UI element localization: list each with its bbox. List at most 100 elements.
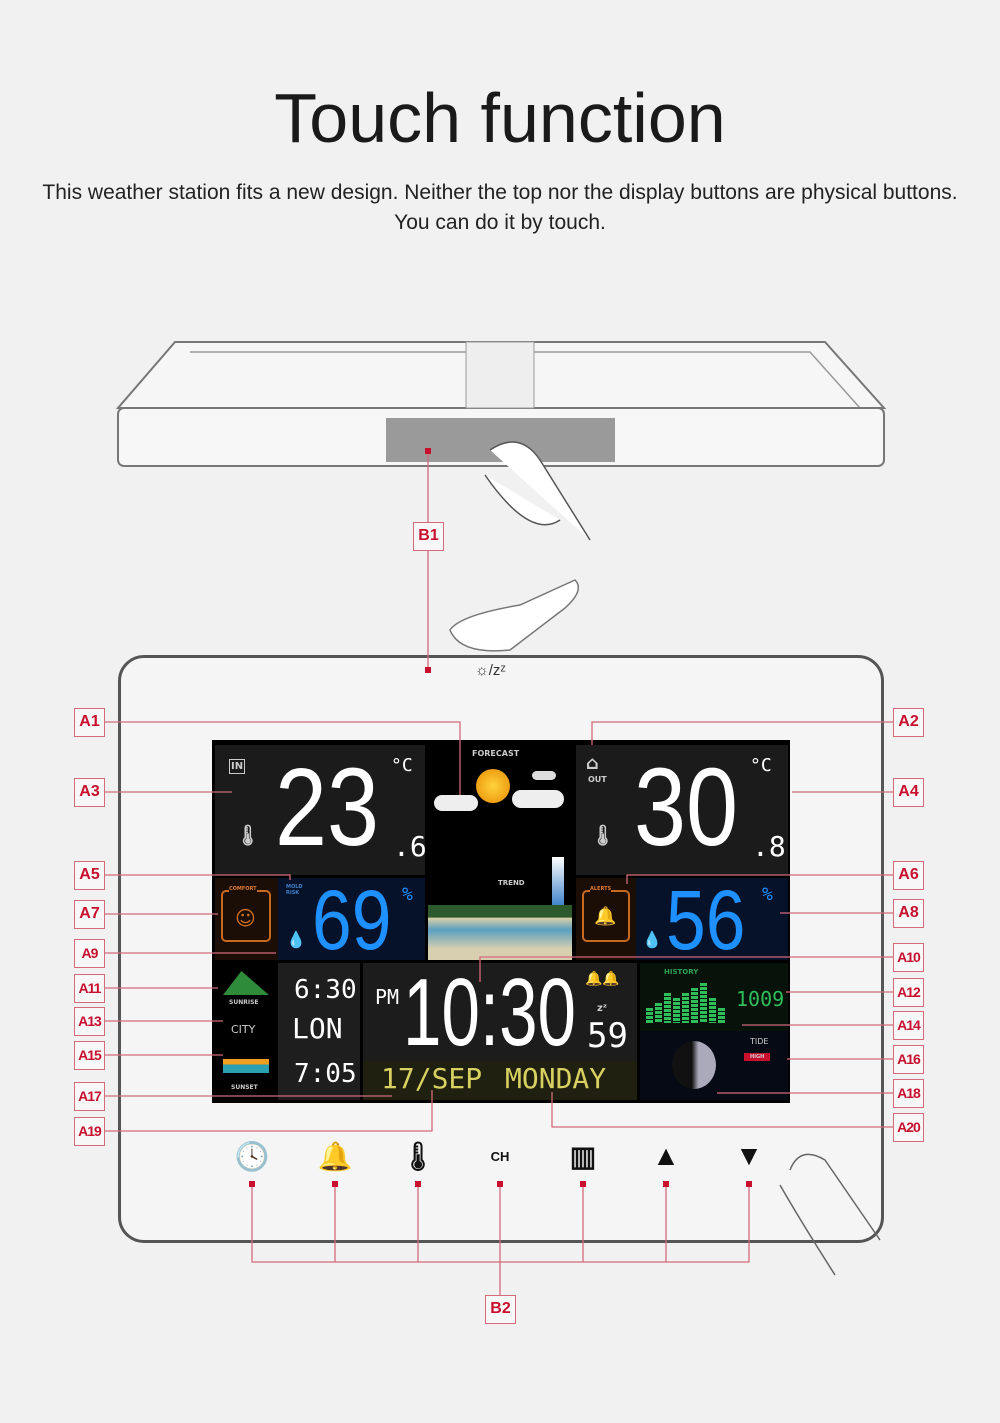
history-bar [655,1003,662,1023]
thermometer-icon: 🌡 [400,1140,436,1172]
callout-label: B2 [485,1295,516,1324]
alerts-label: ALERTS [590,886,612,892]
alarm-icons: 🔔🔔 [585,971,620,987]
callout-label: A8 [893,899,924,928]
history-panel: HISTORY 1009 TIDE HIGH [640,963,788,1100]
outdoor-humidity-panel: 💧 56 % [636,873,788,967]
down-arrow-button[interactable]: ▼ [731,1138,767,1174]
callout-label: A16 [893,1045,924,1074]
indoor-unit: °C [391,755,413,776]
callout-label: A20 [893,1113,924,1142]
thermometer-icon: 🌡 [590,823,616,847]
sunrise-label: SUNRISE [229,999,259,1006]
history-label: HISTORY [664,968,699,976]
indoor-temp-panel: IN 🌡 23 .6 °C [215,745,427,875]
thermometer-button[interactable]: 🌡 [400,1138,436,1174]
outdoor-label: OUT [588,775,607,784]
pressure-value: 1009 [736,987,785,1011]
history-bar [646,1008,653,1023]
city-value: LON [292,1012,343,1045]
pressure-history-chart [646,981,726,1023]
thermometer-icon: 🌡 [235,823,261,847]
callout-label: A2 [893,708,924,737]
outdoor-temp-panel: OUT ⌂ 🌡 30 .8 °C [576,745,788,875]
callout-label: A12 [893,978,924,1007]
comfort-label: COMFORT [229,886,257,892]
device-top-view [115,341,887,467]
trend-label: TREND [498,879,525,887]
outdoor-humidity: 56 [666,873,746,967]
indoor-label: IN [229,759,246,774]
light-snooze-touch-icon[interactable]: ☼/zᶻ [475,662,506,679]
callout-label: A4 [893,778,924,807]
indoor-humidity-unit: % [402,884,413,905]
alerts-panel: ALERTS 🔔 [576,878,636,960]
alarm-bell-button[interactable]: 🔔 [317,1138,353,1174]
city-label: CITY [231,1023,256,1036]
callout-label: A19 [74,1117,105,1146]
date-bar: 17/SEP MONDAY [363,1061,637,1100]
callout-label: A6 [893,861,924,890]
weekday-value: MONDAY [505,1062,607,1095]
outdoor-humidity-unit: % [762,884,773,905]
outdoor-unit: °C [750,755,772,776]
clock-seconds: 59 [587,1016,628,1056]
humidity-drop-icon: 💧 [286,930,306,949]
beach-scene-image [428,905,572,960]
smiley-icon: ☺ [235,906,256,930]
humidity-drop-icon: 💧 [642,930,662,949]
channel-icon: CH [490,1148,510,1164]
mold-risk-label: MOLD RISK [286,884,303,896]
up-arrow-button[interactable]: ▲ [648,1138,684,1174]
sun-icons-panel: SUNRISE CITY SUNSET [215,963,278,1100]
lcd-display: IN 🌡 23 .6 °C FORECAST TREND OUT ⌂ 🌡 30 … [212,740,790,1103]
callout-label: A18 [893,1079,924,1108]
history-bar [682,993,689,1023]
sunset-time: 7:05 [294,1059,357,1089]
callout-label: A5 [74,861,105,890]
indoor-temp: 23 [275,746,380,869]
indoor-temp-decimal: .6 [393,830,427,863]
callout-label: A15 [74,1041,105,1070]
forecast-panel: FORECAST TREND [428,745,572,960]
alert-bell-icon: 🔔 [594,906,617,927]
down-arrow-icon: ▼ [735,1140,763,1171]
history-chart-button[interactable]: ▥ [565,1138,601,1174]
callout-label: A10 [893,943,924,972]
moon-icon [672,1041,716,1089]
indoor-humidity-panel: MOLD RISK 💧 69 % [278,878,425,962]
moon-phase-panel: TIDE HIGH [640,1031,788,1100]
callout-label: B1 [413,522,444,551]
up-arrow-icon: ▲ [652,1140,680,1171]
history-chart-icon: ▥ [569,1140,597,1172]
finger-illustration [779,1153,881,1276]
sun-times-panel: 6:30 LON 7:05 [278,963,360,1100]
page-title: Touch function [274,79,726,157]
callout-label: A11 [74,974,105,1003]
clock-time: 10:30 [403,959,576,1066]
callout-label: A9 [74,939,105,968]
snooze-indicator: zᶻ [597,1003,607,1014]
ampm-indicator: PM [375,985,400,1009]
channel-button[interactable]: CH [482,1138,518,1174]
date-value: 17/SEP [381,1062,483,1095]
alarm-bell-icon: 🔔 [317,1140,353,1172]
clock-icon: 🕓 [234,1140,270,1172]
trend-bar [552,857,564,907]
cloud-icon [512,790,564,808]
tide-value: HIGH [744,1053,771,1061]
history-bar [664,993,671,1023]
sunset-icon [223,1059,269,1073]
history-bar [718,1008,725,1023]
history-bar [700,983,707,1023]
history-bar [691,988,698,1023]
forecast-label: FORECAST [472,749,520,758]
history-bar [673,998,680,1023]
callout-label: A13 [74,1007,105,1036]
sunset-label: SUNSET [231,1084,258,1091]
clock-button[interactable]: 🕓 [234,1138,270,1174]
finger-illustration [449,441,591,652]
history-bar [709,998,716,1023]
